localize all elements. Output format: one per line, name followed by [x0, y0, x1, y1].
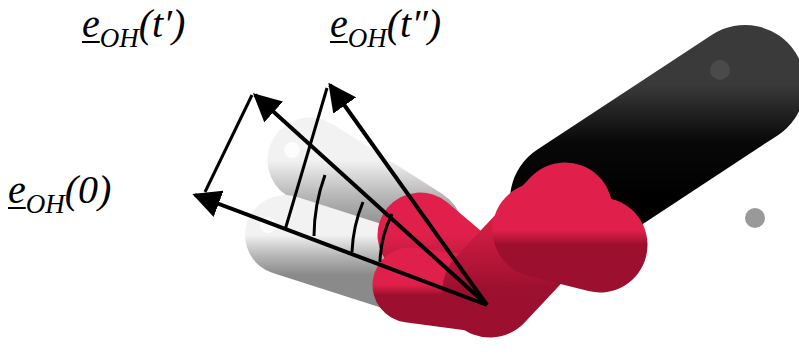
vector-symbol: e: [82, 1, 100, 46]
projection-lines: [205, 88, 392, 262]
vector-subscript: OH: [348, 23, 387, 53]
vector-label: eOH(t′): [82, 4, 185, 44]
vector-symbol: e: [330, 1, 348, 46]
vector-subscript: OH: [26, 189, 65, 219]
vector-argument: (t′): [139, 1, 186, 46]
vector-argument: (0): [65, 167, 112, 212]
vector-label: eOH(0): [8, 170, 111, 210]
oh-vectors: [195, 85, 487, 305]
vector-label: eOH(t″): [330, 4, 441, 44]
vector-argument: (t″): [387, 1, 441, 46]
vector-symbol: e: [8, 167, 26, 212]
oxygen-atom: [410, 210, 600, 295]
vector-subscript: OH: [100, 23, 139, 53]
